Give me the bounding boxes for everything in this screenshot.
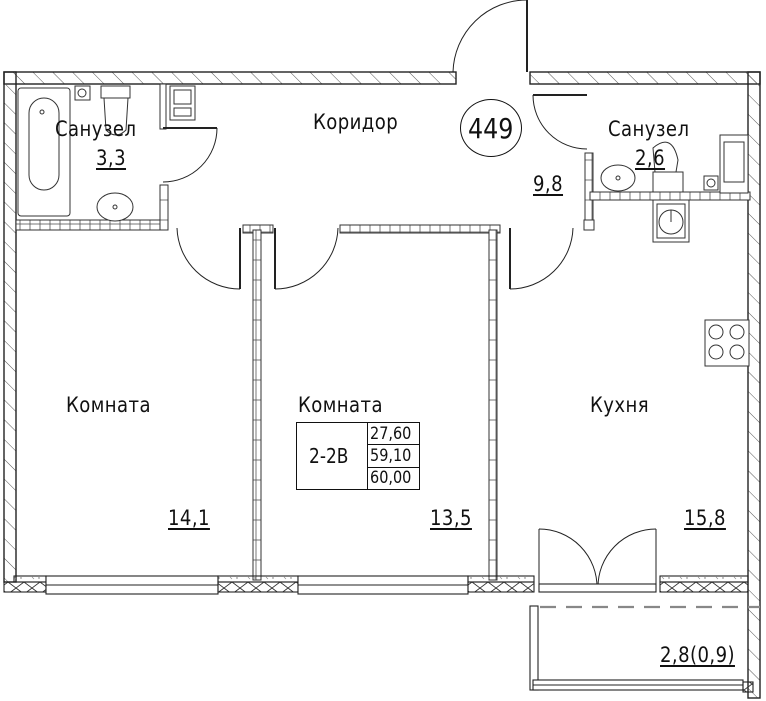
total-area-value: 59,10 [370,445,412,466]
room-name-room-2: Комната [298,393,383,417]
room-name-corridor: Коридор [313,110,399,134]
room-name-room-1: Комната [66,393,151,417]
room-area-room-2: 13,5 [430,506,472,530]
room-area-kitchen: 15,8 [684,506,726,530]
bottom-wall-and-windows [3,575,749,595]
exterior-walls [3,71,761,699]
balcony [529,605,760,693]
apartment-number-badge: 449 [460,99,522,157]
room-area-bathroom-2: 2,6 [635,146,666,170]
total-area-with-balcony-cell: 60,00 [368,468,419,489]
bathroom-fixtures [17,85,749,243]
room-name-bathroom-1: Санузел [55,117,137,141]
stove [704,319,750,367]
room-area-bathroom-1: 3,3 [96,146,127,170]
room-area-room-1: 14,1 [168,506,210,530]
room-name-bathroom-2: Санузел [608,117,690,141]
room-area-corridor: 9,8 [533,172,564,196]
total-area-cell: 59,10 [368,445,419,468]
apartment-number: 449 [468,111,514,145]
apartment-type: 2-2B [308,444,349,468]
doors [162,0,657,589]
apartment-area-values: 27,60 59,10 60,00 [368,423,419,489]
apartment-type-cell: 2-2B [297,423,369,489]
living-area-value: 27,60 [370,423,412,444]
room-name-kitchen: Кухня [590,393,650,417]
room-area-balcony: 2,8(0,9) [660,643,735,667]
apartment-spec-table: 2-2B 27,60 59,10 60,00 [296,422,420,490]
living-area-cell: 27,60 [368,423,419,446]
total-area-with-balcony-value: 60,00 [370,468,412,489]
